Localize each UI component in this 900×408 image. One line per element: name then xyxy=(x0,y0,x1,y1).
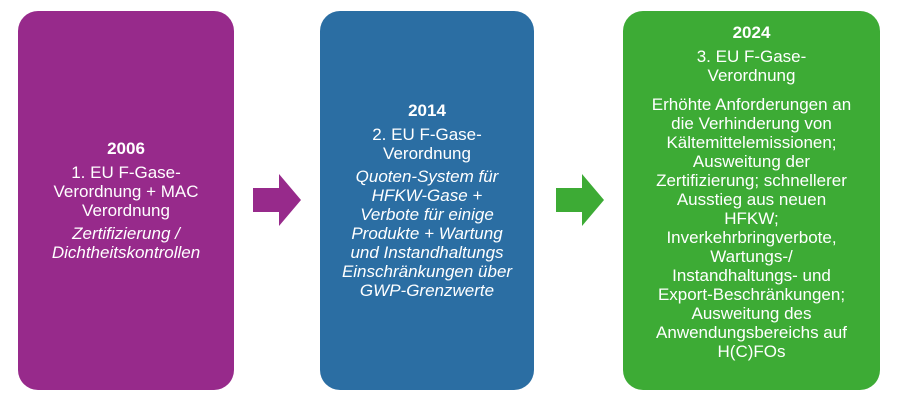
regulation-description: Erhöhte Anforderungen an die Verhinderun… xyxy=(651,95,852,361)
timeline-box-2014: 2014 2. EU F-Gase- Verordnung Quoten-Sys… xyxy=(320,11,534,390)
regulation-title: 2. EU F-Gase- Verordnung xyxy=(372,125,482,163)
right-arrow-icon xyxy=(253,174,301,226)
regulation-title: 3. EU F-Gase- Verordnung xyxy=(696,47,807,85)
arrow-shape xyxy=(253,174,301,226)
arrow-shape xyxy=(556,174,604,226)
year-label: 2006 xyxy=(107,139,145,158)
timeline-box-2024: 2024 3. EU F-Gase- Verordnung Erhöhte An… xyxy=(623,11,880,390)
regulation-description: Zertifizierung / Dichtheitskontrollen xyxy=(51,224,201,262)
timeline-box-2006: 2006 1. EU F-Gase- Verordnung + MAC Vero… xyxy=(18,11,234,390)
year-label: 2014 xyxy=(408,101,446,120)
year-label: 2024 xyxy=(732,23,771,42)
right-arrow-icon xyxy=(556,174,604,226)
regulation-title: 1. EU F-Gase- Verordnung + MAC Verordnun… xyxy=(53,163,199,220)
regulation-description: Quoten-System für HFKW-Gase + Verbote fü… xyxy=(341,167,513,300)
